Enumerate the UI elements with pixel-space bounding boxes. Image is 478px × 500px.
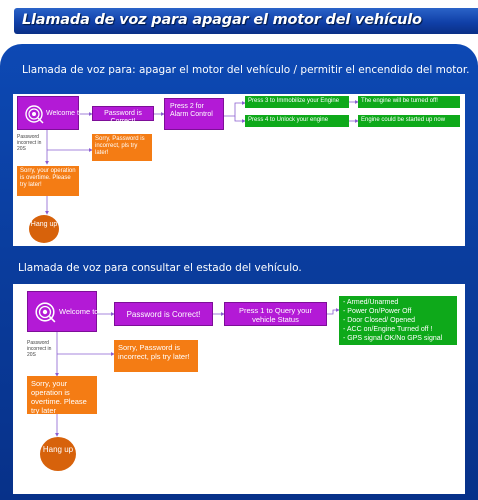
page-header: Llamada de voz para apagar el motor del … [0, 0, 478, 40]
status-item: - GPS signal OK/No GPS signal [343, 335, 443, 342]
section1-title: Llamada de voz para: apagar el motor del… [22, 64, 470, 76]
press4-box: Press 4 to Unlock your engine [245, 115, 349, 127]
power-swirl-icon [25, 105, 44, 124]
section1-diagram: Welcome to ... Password incorrect in 20S… [13, 94, 465, 246]
section2-diagram: Welcome to ... Password incorrect in 20S… [13, 284, 465, 494]
status-item: - Power On/Power Off [343, 308, 412, 315]
password-wrong-box: Sorry, Password is incorrect, pls try la… [92, 134, 152, 161]
press1-box: Press 1 to Query your vehicle Status [224, 302, 327, 326]
status-item: - Armed/Unarmed [343, 299, 399, 306]
page-title: Llamada de voz para apagar el motor del … [22, 12, 422, 28]
result-engine-off: The engine will be turned off! [358, 96, 460, 108]
hangup-circle-2: Hang up [40, 437, 76, 471]
incorrect-note: Password incorrect in 20S [17, 134, 42, 152]
power-swirl-icon [35, 302, 56, 323]
welcome-box-2: Welcome to ... [27, 291, 97, 332]
result-engine-start: Engine could be started up now [358, 115, 460, 127]
welcome-label-2: Welcome to ... [59, 308, 97, 316]
incorrect-note-2: Password incorrect in 20S [27, 340, 52, 358]
welcome-box: Welcome to ... [17, 96, 80, 130]
status-list-box: - Armed/Unarmed - Power On/Power Off - D… [339, 296, 457, 345]
overtime-box-2: Sorry, your operation is overtime. Pleas… [27, 376, 97, 415]
press3-box: Press 3 to Immobilize your Engine [245, 96, 349, 108]
hangup-circle: Hang up [29, 215, 59, 243]
password-correct-box-2: Password is Correct! [114, 302, 213, 326]
overtime-box: Sorry, your operation is overtime. Pleas… [17, 166, 79, 196]
password-wrong-box-2: Sorry, Password is incorrect, pls try la… [114, 340, 198, 372]
section1-connectors [45, 100, 359, 215]
welcome-label: Welcome to ... [46, 110, 80, 117]
section2-connectors [55, 308, 340, 437]
section2-title: Llamada de voz para consultar el estado … [18, 262, 302, 274]
status-item: - ACC on/Engine Turned off ! [343, 326, 433, 333]
header-bar [14, 8, 478, 34]
main-panel: Llamada de voz para: apagar el motor del… [0, 44, 478, 500]
press2-box: Press 2 for Alarm Control [164, 98, 224, 130]
status-item: - Door Closed/ Opened [343, 317, 415, 324]
password-correct-box: Password is Correct! [92, 106, 154, 125]
